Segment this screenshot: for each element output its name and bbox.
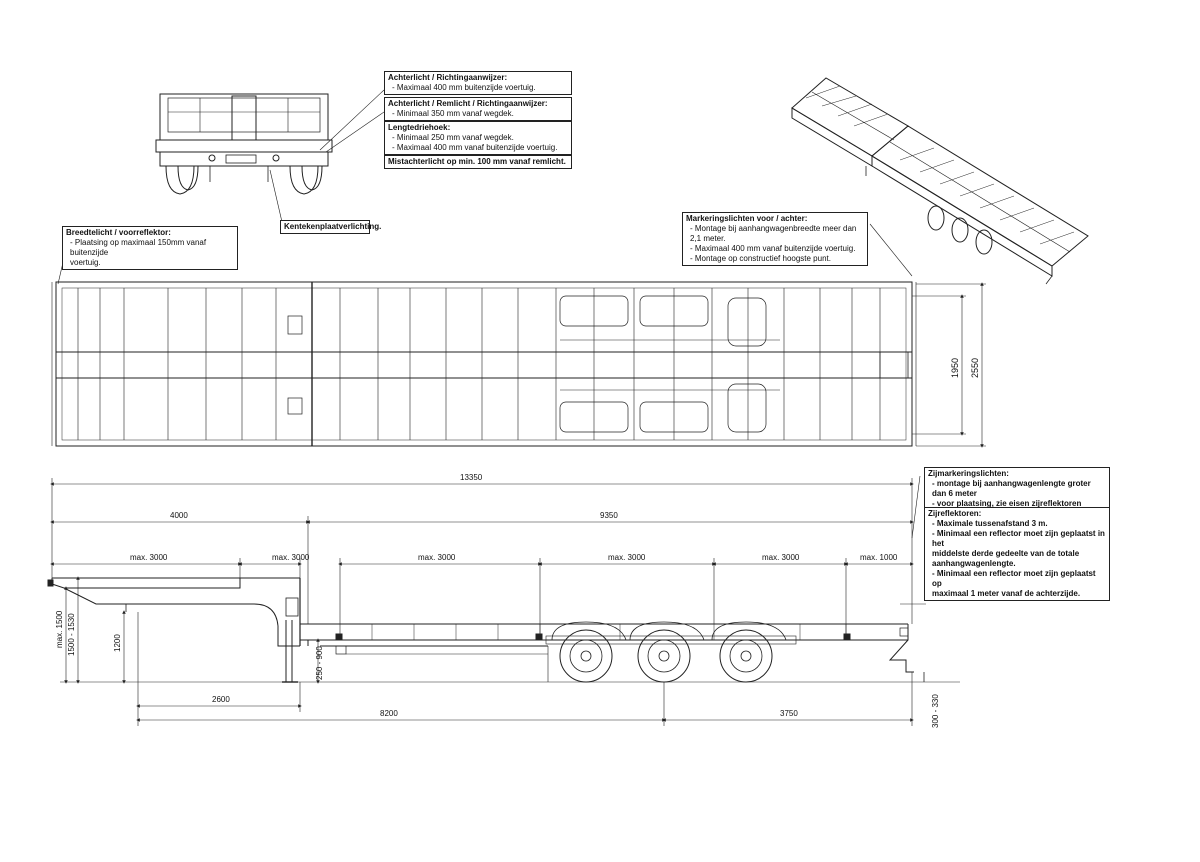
dim-2550: 2550 — [970, 358, 980, 378]
note-title: Mistachterlicht op min. 100 mm vanaf rem… — [388, 157, 566, 166]
leader-lines — [57, 223, 926, 605]
note-plate-light: Kentekenplaatverlichting. — [280, 220, 382, 234]
note-line: - Plaatsing op maximaal 150mm vanaf buit… — [70, 238, 207, 257]
note-line: voertuig. — [70, 258, 101, 267]
dim-8200: 8200 — [380, 709, 398, 718]
side-view — [47, 577, 914, 683]
dim-max-3000-e: max. 3000 — [762, 553, 800, 562]
note-width-light: Breedtelicht / voorreflektor: - Plaatsin… — [62, 226, 238, 270]
dim-max-3000-c: max. 3000 — [418, 553, 456, 562]
note-title: Markeringslichten voor / achter: — [686, 214, 808, 223]
note-fog: Mistachterlicht op min. 100 mm vanaf rem… — [384, 155, 572, 169]
note-title: Zijmarkeringslichten: — [928, 469, 1009, 478]
dim-max-1500: max. 1500 — [55, 610, 64, 648]
dim-13350: 13350 — [460, 473, 483, 482]
dim-max-3000-a: max. 3000 — [130, 553, 168, 562]
note-line: - Maximale tussenafstand 3 m. — [932, 519, 1048, 528]
note-title: Lengtedriehoek: — [388, 123, 451, 132]
note-line: - Minimaal 350 mm vanaf wegdek. — [392, 109, 514, 118]
dim-2600: 2600 — [212, 695, 230, 704]
dim-1950: 1950 — [950, 358, 960, 378]
dim-300-330: 300 - 330 — [931, 694, 940, 728]
note-title: Zijreflektoren: — [928, 509, 982, 518]
side-dimensions — [50, 478, 960, 726]
note-line: - Maximaal 400 mm vanaf buitenzijde voer… — [690, 244, 856, 253]
note-line: middelste derde gedeelte van de totale — [932, 549, 1080, 558]
dim-4000: 4000 — [170, 511, 188, 520]
note-line: - Montage bij aanhangwagenbreedte meer d… — [690, 224, 857, 243]
dim-250-900: 250 - 900 — [315, 646, 324, 680]
plan-dimensions — [912, 282, 986, 448]
note-line: - Minimaal een reflector moet zijn gepla… — [932, 569, 1096, 588]
note-line: - Minimaal een reflector moet zijn gepla… — [932, 529, 1105, 548]
dim-3750: 3750 — [780, 709, 798, 718]
note-line: - Maximaal 400 mm vanaf buitenzijde voer… — [392, 143, 558, 152]
note-line: - Montage op constructief hoogste punt. — [690, 254, 831, 263]
dim-max-1000: max. 1000 — [860, 553, 898, 562]
note-title: Achterlicht / Remlicht / Richtingaanwijz… — [388, 99, 548, 108]
dim-1500-1530: 1500 - 1530 — [67, 613, 76, 656]
dim-1200: 1200 — [113, 634, 122, 652]
plan-view — [51, 281, 917, 447]
note-title: Achterlicht / Richtingaanwijzer: — [388, 73, 508, 82]
note-triangle: Lengtedriehoek: - Minimaal 250 mm vanaf … — [384, 121, 572, 155]
note-title: Breedtelicht / voorreflektor: — [66, 228, 171, 237]
note-rear-brake: Achterlicht / Remlicht / Richtingaanwijz… — [384, 97, 572, 121]
rear-view — [155, 89, 385, 223]
isometric-view — [791, 77, 1089, 285]
note-line: - Maximaal 400 mm buitenzijde voertuig. — [392, 83, 536, 92]
dim-9350: 9350 — [600, 511, 618, 520]
note-line: - montage bij aanhangwagenlengte groter … — [932, 479, 1091, 498]
note-line: aanhangwagenlengte. — [932, 559, 1016, 568]
note-line: maximaal 1 meter vanaf de achterzijde. — [932, 589, 1081, 598]
note-marker-front-rear: Markeringslichten voor / achter: - Monta… — [682, 212, 868, 266]
note-title: Kentekenplaatverlichting. — [284, 222, 382, 231]
note-side-reflector: Zijreflektoren: - Maximale tussenafstand… — [924, 507, 1110, 601]
note-line: - Minimaal 250 mm vanaf wegdek. — [392, 133, 514, 142]
dim-max-3000-b: max. 3000 — [272, 553, 310, 562]
dim-max-3000-d: max. 3000 — [608, 553, 646, 562]
note-side-marker: Zijmarkeringslichten: - montage bij aanh… — [924, 467, 1110, 511]
note-line: - voor plaatsing, zie eisen zijreflektor… — [932, 499, 1082, 508]
note-rear-indicator: Achterlicht / Richtingaanwijzer: - Maxim… — [384, 71, 572, 95]
